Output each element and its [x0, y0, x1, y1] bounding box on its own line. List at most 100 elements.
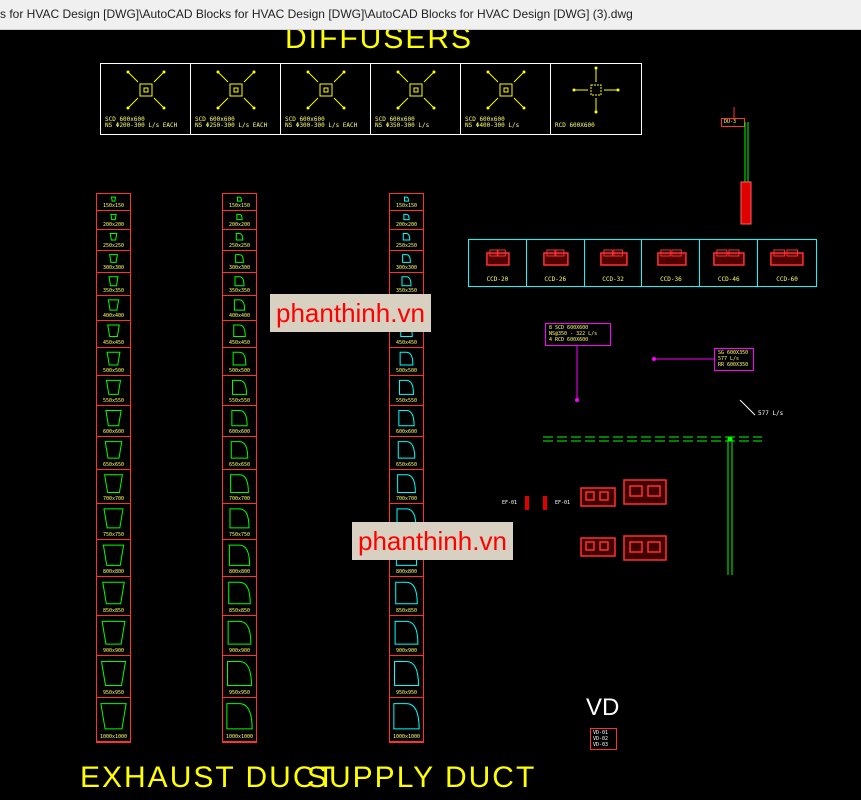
duct-section-icon: [235, 233, 244, 241]
duct-size-cell[interactable]: 150x150: [390, 194, 423, 212]
duct-size-cell[interactable]: 450x450: [97, 321, 130, 348]
duct-size-cell[interactable]: 250x250: [223, 230, 256, 251]
duct-size-label: 650x650: [228, 461, 251, 468]
duct-size-cell[interactable]: 200x200: [223, 211, 256, 231]
duct-size-cell[interactable]: 750x750: [223, 504, 256, 540]
duct-size-label: 800x800: [102, 569, 125, 576]
diffuser-symbol-icon: [486, 70, 526, 110]
duct-size-cell[interactable]: 950x950: [390, 656, 423, 699]
duct-size-cell[interactable]: 850x850: [223, 577, 256, 616]
fancoil-table[interactable]: CCD-20 CCD-26 CCD-32 CCD-36 CCD-46 CCD-6…: [468, 239, 817, 287]
duct-section-icon: [106, 351, 121, 366]
duct-size-cell[interactable]: 250x250: [390, 230, 423, 251]
duct-size-cell[interactable]: 200x200: [97, 211, 130, 231]
duct-size-cell[interactable]: 350x350: [97, 273, 130, 297]
duct-size-label: 900x900: [228, 648, 251, 655]
diffusers-table[interactable]: SCD 600x600 NS Φ200-300 L/s EACH SCD 600…: [100, 63, 642, 135]
duct-size-cell[interactable]: 500x500: [223, 348, 256, 376]
duct-size-cell[interactable]: 300x300: [97, 251, 130, 273]
duct-size-label: 600x600: [395, 428, 418, 435]
fancoil-cell[interactable]: CCD-32: [585, 240, 643, 286]
duct-section-icon: [100, 661, 127, 687]
duct-size-cell[interactable]: 250x250: [97, 230, 130, 251]
duct-size-cell[interactable]: 500x500: [390, 348, 423, 376]
exhaust-fans[interactable]: [520, 494, 556, 514]
duct-size-cell[interactable]: 950x950: [97, 656, 130, 699]
duct-size-cell[interactable]: 600x600: [390, 406, 423, 437]
duct-size-cell[interactable]: 800x800: [97, 540, 130, 578]
diffuser-label: SCD 600x600 NS Φ200-300 L/s EACH: [105, 116, 178, 129]
duct-size-cell[interactable]: 900x900: [390, 616, 423, 657]
duct-size-cell[interactable]: 300x300: [223, 251, 256, 273]
vd-legend-box[interactable]: VD-01 VD-02 VD-03: [590, 728, 617, 750]
scd-note-line-1: 8 SCD 600X600: [549, 325, 589, 331]
duct-size-cell[interactable]: 800x800: [223, 540, 256, 578]
duct-section-icon: [233, 299, 246, 311]
diffuser-cell[interactable]: SCD 600x600 NS Φ300-300 L/s EACH: [281, 64, 371, 134]
diffuser-cell[interactable]: SCD 600x600 NS Φ250-300 L/s EACH: [191, 64, 281, 134]
duct-size-cell[interactable]: 200x200: [390, 211, 423, 231]
duct-section-icon: [230, 440, 249, 459]
equipment-blocks[interactable]: [578, 478, 670, 568]
duct-size-label: 150x150: [102, 203, 125, 210]
fancoil-cell[interactable]: CCD-60: [758, 240, 816, 286]
duct-section-icon: [102, 544, 125, 566]
sg-note-box[interactable]: SG 600X350 577 L/s RR 600X350: [714, 348, 754, 371]
duct-section-icon: [235, 253, 244, 263]
duct-section-icon: [101, 620, 126, 645]
duct-size-cell[interactable]: 150x150: [223, 194, 256, 212]
fancoil-cell[interactable]: CCD-36: [643, 240, 701, 286]
diffuser-cell[interactable]: SCD 600x600 NS Φ200-300 L/s EACH: [101, 64, 191, 134]
duct-size-cell[interactable]: 650x650: [97, 437, 130, 470]
duct-size-cell[interactable]: 1000x1000: [390, 698, 423, 742]
duct-size-cell[interactable]: 600x600: [97, 406, 130, 437]
duct-size-cell[interactable]: 650x650: [390, 437, 423, 470]
diffuser-symbol-icon: [396, 70, 436, 110]
diffuser-cell[interactable]: SCD 600x600 NS Φ350-300 L/s: [371, 64, 461, 134]
duct-size-cell[interactable]: 400x400: [97, 296, 130, 322]
diffuser-cell[interactable]: SCD 600x600 NS Φ400-300 L/s: [461, 64, 551, 134]
duct-size-cell[interactable]: 600x600: [223, 406, 256, 437]
duct-size-label: 200x200: [102, 222, 125, 229]
duct-size-cell[interactable]: 400x400: [223, 296, 256, 322]
duct-size-cell[interactable]: 900x900: [223, 616, 256, 657]
vd-legend-line-1: VD-01: [593, 730, 609, 736]
duct-size-cell[interactable]: 950x950: [223, 656, 256, 699]
supply-duct-column[interactable]: 150x150200x200250x250300x300350x350400x4…: [389, 193, 424, 743]
duct-size-cell[interactable]: 1000x1000: [97, 698, 130, 742]
duct-size-label: 250x250: [102, 242, 125, 249]
fancoil-cell[interactable]: CCD-26: [527, 240, 585, 286]
duct-size-cell[interactable]: 550x550: [97, 376, 130, 406]
scd-note-box[interactable]: 8 SCD 600X600 NS@350 - 322 L/s 4 RCD 600…: [545, 323, 611, 346]
duct-section-icon: [397, 440, 416, 459]
duct-size-cell[interactable]: 700x700: [223, 470, 256, 504]
duct-size-cell[interactable]: 700x700: [390, 470, 423, 504]
duct-section-icon: [105, 379, 122, 395]
duct-size-cell[interactable]: 300x300: [390, 251, 423, 273]
duct-size-cell[interactable]: 900x900: [97, 616, 130, 657]
diffuser-label: RCD 600X600: [555, 122, 595, 129]
duct-size-cell[interactable]: 500x500: [97, 348, 130, 376]
duct-size-cell[interactable]: 1000x1000: [223, 698, 256, 742]
duct-size-cell[interactable]: 550x550: [390, 376, 423, 406]
duct-size-cell[interactable]: 550x550: [223, 376, 256, 406]
fancoil-cell[interactable]: CCD-20: [469, 240, 527, 286]
diffuser-cell[interactable]: RCD 600X600: [551, 64, 641, 134]
duct-size-cell[interactable]: 750x750: [97, 504, 130, 540]
duct-size-cell[interactable]: 650x650: [223, 437, 256, 470]
duct-size-cell[interactable]: 350x350: [390, 273, 423, 297]
duct-size-cell[interactable]: 350x350: [223, 273, 256, 297]
fancoil-cell[interactable]: CCD-46: [700, 240, 759, 286]
duct-section-icon: [226, 703, 253, 730]
window-title-bar: cks for HVAC Design [DWG]\AutoCAD Blocks…: [0, 0, 861, 30]
duct-size-label: 1000x1000: [392, 733, 421, 740]
duct-size-cell[interactable]: 700x700: [97, 470, 130, 504]
duct-size-cell[interactable]: 850x850: [97, 577, 130, 616]
duct-section-icon: [227, 620, 252, 645]
drawing-canvas[interactable]: DIFFUSERS SCD 600x600 NS Φ200-300 L/s EA…: [0, 30, 861, 800]
duct-size-cell[interactable]: 850x850: [390, 577, 423, 616]
duct-size-cell[interactable]: 450x450: [223, 321, 256, 348]
duct-size-cell[interactable]: 150x150: [97, 194, 130, 212]
